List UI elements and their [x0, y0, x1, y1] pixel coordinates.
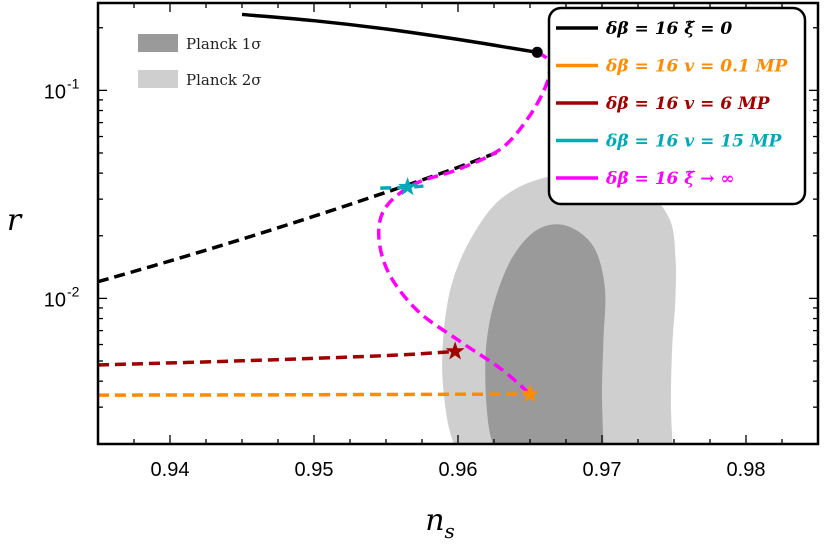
marker-star-2 [445, 341, 465, 360]
series-line-16-v-0-1-m-p [98, 392, 531, 397]
region-planck-1 [485, 224, 606, 444]
series-line-16-0 [241, 12, 538, 55]
x-axis-label: ns [425, 503, 455, 543]
x-tick-label: 0.96 [439, 459, 478, 481]
legend-label: δβ = 16 v = 0.1 MP [605, 57, 789, 77]
marker-point-0 [531, 46, 543, 58]
data-series [98, 12, 552, 397]
confidence-regions [442, 172, 676, 444]
y-tick-label: 10 [44, 289, 66, 311]
y-tick-exponent: -2 [67, 283, 80, 299]
y-tick-exponent: -1 [67, 75, 80, 91]
marker-star-1 [398, 177, 418, 196]
legend-label: δβ = 16 ξ̃ = 0 [605, 19, 732, 39]
legend-box [547, 6, 807, 206]
series-line-16 [376, 50, 552, 396]
x-tick-label: 0.95 [295, 459, 334, 481]
x-tick-label: 0.97 [583, 459, 622, 481]
x-tick-label: 0.94 [151, 459, 190, 481]
legend: δβ = 16 ξ̃ = 0 δβ = 16 v = 0.1 MP δβ = 16 … [547, 6, 807, 206]
data-markers [398, 46, 543, 403]
legend-label: δβ = 16 v = 15 MP [605, 132, 783, 152]
y-axis-label: r [7, 203, 23, 238]
band-legend: Planck 1σ Planck 2σ [138, 34, 262, 89]
series-line-16-v-15-m-p [380, 184, 424, 190]
series-line-16-v-6-m-p [98, 349, 456, 367]
x-tick-label: 0.98 [727, 459, 766, 481]
legend-label: δβ = 16 ξ̃ → ∞ [605, 169, 735, 189]
legend-label: δβ = 16 v = 6 MP [605, 94, 771, 114]
band-swatch-planck-2 [138, 70, 178, 88]
band-swatch-planck-1 [138, 34, 178, 52]
axis-ticks [97, 3, 819, 445]
band-label: Planck 2σ [186, 71, 262, 89]
y-tick-label: 10 [44, 81, 66, 103]
marker-star-3 [520, 384, 540, 403]
series-line-16-0-dashed [98, 149, 502, 284]
band-label: Planck 1σ [186, 35, 262, 53]
